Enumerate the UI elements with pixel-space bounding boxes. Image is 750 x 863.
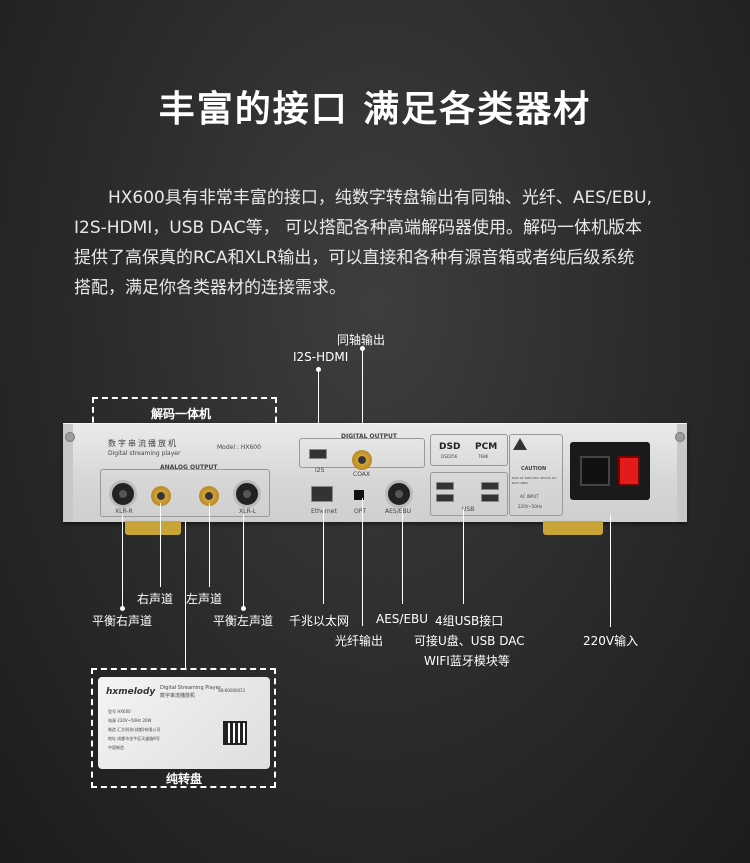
aes-ebu-connector-icon	[385, 480, 413, 508]
device-brand-en: Digital streaming player	[108, 450, 181, 457]
usb-port-icon	[436, 482, 454, 490]
description-line: HX600具有非常丰富的接口，纯数字转盘输出有同轴、光纤、AES/EBU,	[108, 188, 653, 208]
label-gigabit-lan: 千兆以太网	[289, 614, 350, 628]
label-optical-out: 光纤输出	[335, 634, 384, 648]
ethernet-port-icon	[311, 486, 333, 502]
digital-output-label: DIGITAL OUTPUT	[341, 433, 397, 440]
leader-line	[402, 508, 403, 604]
dsd-sub: DSD256	[441, 454, 458, 459]
device-foot	[125, 521, 181, 535]
description-line: 搭配，满足你各类器材的连接需求。	[74, 278, 346, 298]
leader-line	[209, 503, 210, 587]
device-foot	[543, 521, 603, 535]
power-module	[570, 442, 650, 500]
qr-code-icon	[223, 721, 247, 745]
aes-ebu-label: AES/EBU	[385, 508, 412, 515]
hdmi-port-icon	[309, 449, 327, 459]
leader-line	[323, 508, 324, 604]
leader-line	[318, 369, 319, 451]
screw-icon	[65, 432, 75, 442]
plate-origin: 中国制造	[108, 745, 124, 750]
plate-model: 型号 HX600	[108, 709, 131, 714]
caution-frame	[509, 434, 563, 516]
caution-label: CAUTION	[521, 466, 547, 472]
label-balanced-right: 平衡右声道	[92, 614, 153, 628]
label-pure-transport: 纯转盘	[166, 772, 203, 786]
dsd-badge: DSD	[439, 442, 461, 452]
screw-icon	[675, 432, 685, 442]
leader-dot	[120, 606, 125, 611]
label-decoder-combo: 解码一体机	[151, 407, 212, 421]
opt-label: OPT	[354, 508, 367, 515]
usb-port-icon	[436, 494, 454, 502]
label-right-channel: 右声道	[137, 592, 174, 606]
voltage-label: 220V~50Hz	[518, 504, 542, 509]
xlr-l-label: XLR-L	[239, 508, 256, 515]
label-coax-out: 同轴输出	[337, 333, 386, 347]
device-rear-panel: 数字串流播放机 Digital streaming player Model :…	[63, 423, 687, 522]
description: HX600具有非常丰富的接口，纯数字转盘输出有同轴、光纤、AES/EBU, I2…	[74, 183, 694, 303]
warning-text: RISK OF ELECTRIC SHOCK DO NOT OPEN	[512, 476, 557, 485]
leader-line	[463, 509, 464, 604]
xlr-right-connector-icon	[109, 480, 137, 508]
description-line: 提供了高保真的RCA和XLR输出，可以直接和各种有源音箱或者纯后级系统	[74, 248, 635, 268]
leader-line	[610, 515, 611, 627]
rca-right-connector-icon	[151, 486, 171, 506]
usb-port-icon	[481, 482, 499, 490]
plate-product-cn: 数字串流播放机	[160, 693, 196, 699]
plate-brand: hxmelody	[106, 687, 156, 697]
pcm-badge: PCM	[475, 442, 498, 452]
label-usb-ports: 4组USB接口	[435, 614, 504, 628]
label-usb-desc1: 可接U盘、USB DAC	[414, 634, 525, 648]
page-title: 丰富的接口 满足各类器材	[158, 89, 592, 130]
xlr-r-label: XLR-R	[115, 508, 133, 515]
coax-connector-icon	[352, 450, 372, 470]
label-220v: 220V输入	[583, 634, 639, 648]
leader-dot	[241, 606, 246, 611]
label-left-channel: 左声道	[186, 592, 223, 606]
label-aes-ebu: AES/EBU	[376, 612, 429, 626]
device-model: Model : HX600	[217, 444, 261, 451]
i2s-label: I2S	[315, 467, 325, 474]
pcm-sub: 768K	[478, 454, 489, 459]
warning-triangle-icon	[513, 438, 527, 450]
usb-label: USB	[462, 506, 475, 513]
xlr-left-connector-icon	[233, 480, 261, 508]
power-inlet-icon	[580, 456, 610, 486]
power-switch[interactable]	[618, 456, 640, 486]
label-i2s-hdmi: I2S-HDMI	[293, 350, 349, 364]
description-line: I2S-HDMI，USB DAC等， 可以搭配各种高端解码器使用。解码一体机版本	[74, 218, 643, 238]
label-usb-desc2: WIFI蓝牙模块等	[424, 654, 510, 668]
label-balanced-left: 平衡左声道	[213, 614, 274, 628]
plate-address: 地址 成都市金牛区天盛路8号	[108, 736, 160, 741]
plate-power: 电源 220V~50Hz 20W	[108, 718, 152, 723]
usb-frame	[430, 472, 508, 516]
leader-line	[362, 498, 363, 626]
rack-ear-right	[677, 424, 687, 522]
leader-line	[362, 348, 363, 450]
format-badge-frame	[430, 434, 508, 466]
leader-line	[185, 521, 186, 668]
coax-label: COAX	[353, 471, 371, 478]
leader-line	[122, 515, 123, 608]
analog-output-label: ANALOG OUTPUT	[160, 464, 218, 471]
leader-line	[160, 503, 161, 587]
usb-port-icon	[481, 494, 499, 502]
device-brand-cn: 数字串流播放机	[108, 439, 178, 448]
rca-left-connector-icon	[199, 486, 219, 506]
nameplate: hxmelody Digital Streaming Player 数字串流播放…	[98, 677, 270, 769]
rack-ear-left	[63, 424, 73, 522]
analog-output-frame	[100, 469, 270, 517]
leader-line	[243, 515, 244, 608]
optical-port-icon	[354, 490, 364, 500]
pure-transport-box	[91, 668, 276, 788]
plate-product-en: Digital Streaming Player	[160, 685, 221, 691]
ac-input-label: AC INPUT	[520, 494, 539, 499]
plate-maker: 制造 汇芯科技(成都)有限公司	[108, 727, 161, 732]
plate-serial: SN:60000011	[218, 688, 246, 693]
